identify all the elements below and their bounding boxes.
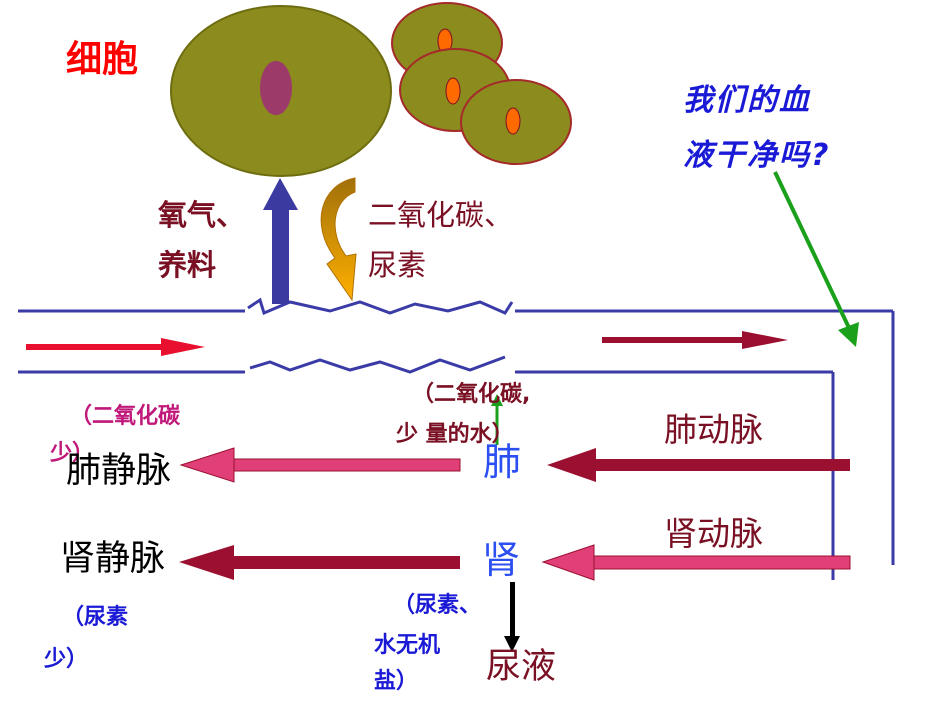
- large-cell: [170, 5, 392, 177]
- lung-up-arrow: [491, 394, 503, 445]
- renal-vein-note-2: 少）: [44, 647, 89, 672]
- co2-label-1: 二氧化碳、: [368, 198, 514, 232]
- cell-label: 细胞: [66, 39, 139, 80]
- flow-arrow-right: [602, 331, 788, 349]
- renal-vein-label: 肾静脉: [60, 539, 166, 579]
- question-pointer-arrow: [773, 171, 859, 347]
- renal-vein-arrow: [179, 545, 460, 580]
- lung-note-2: 少 量的水）: [396, 422, 514, 447]
- urine-note-2: 水无机: [374, 633, 441, 658]
- oxygen-label-2: 养料: [158, 248, 217, 282]
- renal-artery-arrow: [541, 544, 851, 581]
- urine-note-3: 盐）: [374, 669, 419, 694]
- pulmonary-vein-note-2: 少）: [50, 441, 95, 466]
- urine-label: 尿液: [486, 647, 557, 687]
- question-line-2: 液干净吗?: [683, 138, 831, 173]
- lung-label: 肺: [483, 440, 522, 484]
- oxygen-up-arrow: [263, 178, 298, 304]
- question-line-1: 我们的血: [683, 83, 811, 118]
- renal-artery-label: 肾动脉: [664, 514, 763, 553]
- pulmonary-artery-arrow: [547, 448, 850, 482]
- small-cell-3: [460, 79, 572, 165]
- co2-curved-arrow: [320, 177, 357, 302]
- pulmonary-vein-label: 肺静脉: [66, 451, 172, 491]
- urine-down-arrow: [504, 582, 520, 652]
- pulmonary-vein-note-1: （二氧化碳: [70, 404, 181, 429]
- urine-note-1: （尿素、: [393, 593, 482, 618]
- flow-arrow-left: [26, 338, 205, 356]
- large-cell-nucleus: [260, 61, 292, 115]
- oxygen-label-1: 氧气、: [158, 198, 246, 232]
- co2-label-2: 尿素: [368, 248, 427, 282]
- pulmonary-artery-label: 肺动脉: [664, 410, 763, 449]
- pulmonary-vein-arrow: [179, 447, 461, 483]
- lung-note-1: （二氧化碳,: [412, 382, 531, 407]
- kidney-label: 肾: [482, 538, 521, 582]
- blood-vessel: [18, 297, 895, 580]
- renal-vein-note-1: （尿素: [62, 605, 129, 630]
